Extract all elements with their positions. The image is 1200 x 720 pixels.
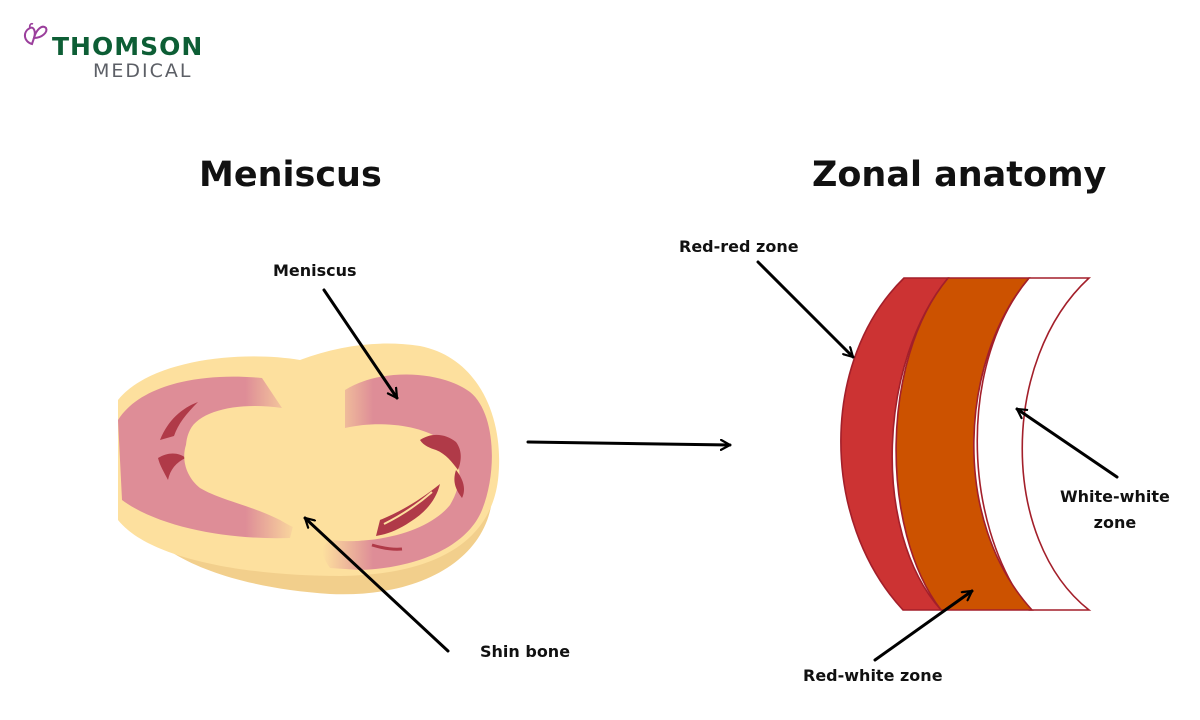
meniscus-title: Meniscus (199, 155, 382, 195)
zonal-anatomy-diagram (840, 277, 1092, 611)
white-white-zone (976, 277, 1092, 611)
medial-meniscus (184, 374, 492, 570)
red-red-zone-label: Red-red zone (679, 237, 799, 256)
white-white-zone-pointer-arrow (1015, 407, 1119, 479)
red-red-zone (840, 277, 950, 611)
logo-text-medical: MEDICAL (93, 60, 193, 82)
white-white-zone-label-line1: White-white (1060, 487, 1170, 506)
meniscus-label: Meniscus (273, 261, 357, 280)
thomson-medical-logo: THOMSON MEDICAL (20, 22, 220, 84)
meniscus-pointer-arrow (322, 288, 399, 400)
shin-bone-label: Shin bone (480, 642, 571, 661)
butterfly-logo-icon (24, 22, 48, 46)
white-white-zone-label-line2: zone (1093, 512, 1137, 532)
zonal-anatomy-title: Zonal anatomy (812, 155, 1107, 195)
red-white-zone-label: Red-white zone (803, 666, 943, 685)
connector-arrow (526, 442, 732, 445)
logo-text-thomson: THOMSON (52, 32, 204, 61)
red-white-zone (895, 277, 1034, 611)
red-red-zone-pointer-arrow (756, 260, 855, 359)
shin-bone-pointer-arrow (303, 516, 450, 653)
red-white-zone-pointer-arrow (873, 589, 974, 662)
white-white-zone-label: White-white zone (1060, 484, 1170, 535)
